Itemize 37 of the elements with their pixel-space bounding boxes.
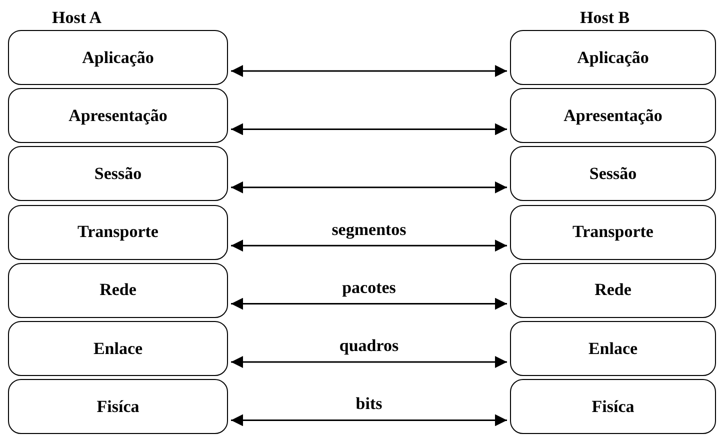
layer-name: Enlace xyxy=(588,338,638,358)
layer-name: Transporte xyxy=(78,222,158,242)
layer-name: Enlace xyxy=(93,338,143,358)
layer-box xyxy=(8,262,228,318)
layer-name: Sessão xyxy=(94,164,142,184)
double-arrow xyxy=(231,65,507,77)
layer-box xyxy=(510,30,716,85)
layer-name: Fisíca xyxy=(592,396,634,417)
host-heading: Host A xyxy=(52,8,102,28)
layer-box xyxy=(8,88,228,144)
layer-name: Transporte xyxy=(572,222,654,242)
layer-name: Aplicação xyxy=(577,48,649,68)
layer-box xyxy=(8,379,228,434)
layer-box xyxy=(510,262,716,318)
layer-box xyxy=(510,321,716,376)
layer-name: Sessão xyxy=(589,164,637,184)
layer-name: Apresentação xyxy=(564,106,662,126)
double-arrow xyxy=(231,356,507,368)
layer-box xyxy=(510,88,716,144)
double-arrow xyxy=(231,240,507,252)
layer-name: Aplicação xyxy=(82,48,154,68)
layer-box xyxy=(8,321,228,376)
layer-box xyxy=(510,379,716,434)
layer-box xyxy=(8,146,228,202)
layer-name: Fisíca xyxy=(96,396,140,417)
double-arrow xyxy=(231,123,507,136)
double-arrow xyxy=(231,181,507,194)
layer-box xyxy=(8,30,228,85)
layer-name: Rede xyxy=(100,280,136,300)
layer-name: Rede xyxy=(594,280,632,300)
layer-box xyxy=(8,204,228,260)
layer-box xyxy=(510,204,716,260)
host-heading: Host B xyxy=(580,8,630,28)
double-arrow xyxy=(231,298,507,310)
layer-name: Apresentação xyxy=(68,106,168,126)
layer-box xyxy=(510,146,716,202)
double-arrow xyxy=(231,414,507,426)
